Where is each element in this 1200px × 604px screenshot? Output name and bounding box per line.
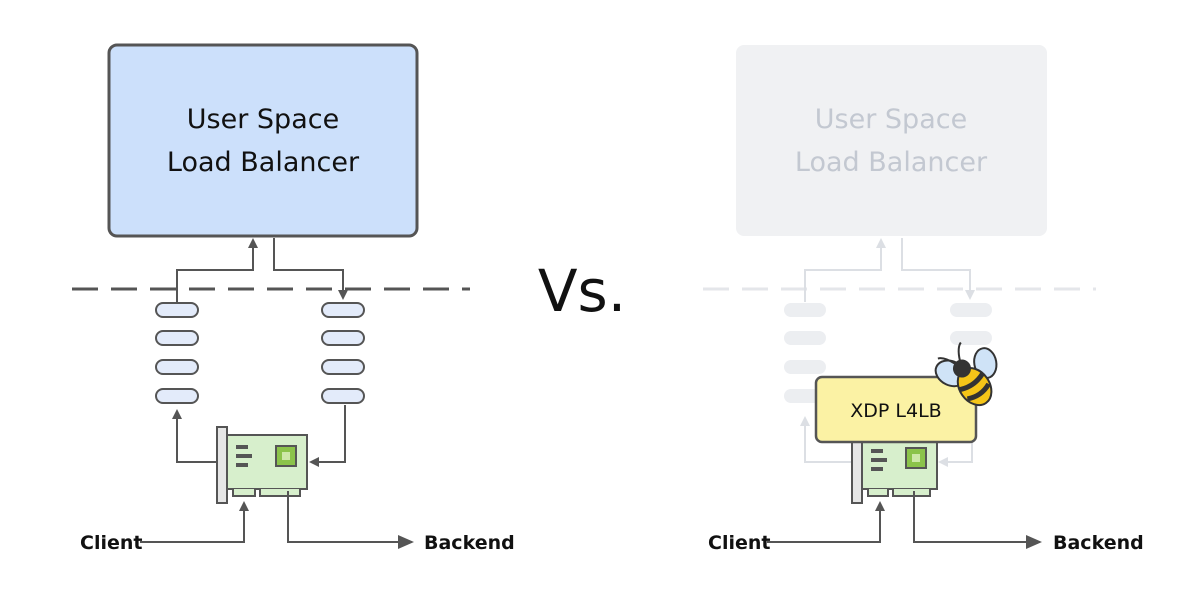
nic-to-rx-queue-arrow (172, 409, 226, 463)
xdp-l4lb-box (814, 375, 978, 444)
faded-tx-queue (950, 303, 992, 345)
tx-queue-right (321, 302, 365, 404)
rx-path-to-lb (176, 238, 258, 302)
user-space-load-balancer-box (107, 43, 419, 238)
right-diagram: User Space Load Balancer (703, 45, 1144, 554)
client-label: Client (80, 532, 142, 554)
ebpf-bee-icon (934, 341, 998, 407)
rx-queue-left (155, 302, 199, 404)
client-to-nic-arrow-right (767, 501, 885, 543)
nic-to-backend-arrow-right (913, 491, 1042, 549)
tx-queue-to-nic-arrow (309, 405, 346, 467)
faded-lb-label-line1: User Space (815, 104, 967, 135)
faded-user-space-load-balancer-box (736, 45, 1047, 236)
xdp-l4lb-label: XDP L4LB (850, 400, 941, 422)
left-diagram: User Space Load Balancer (72, 43, 515, 554)
vs-separator: Vs. (538, 257, 626, 325)
faded-tx-path-from-lb (901, 238, 975, 300)
faded-tx-to-nic-arrow (938, 440, 973, 467)
backend-label-right: Backend (1053, 532, 1144, 554)
faded-lb-label-line2: Load Balancer (795, 147, 988, 178)
network-card-icon (216, 426, 308, 504)
network-card-icon-right (851, 426, 938, 504)
tx-path-from-lb (273, 238, 348, 300)
client-to-nic-arrow (140, 501, 249, 543)
client-label-right: Client (708, 532, 770, 554)
backend-label: Backend (424, 532, 515, 554)
nic-to-backend-arrow (287, 491, 414, 549)
faded-rx-path-to-lb (804, 238, 886, 302)
lb-label-line2: Load Balancer (167, 147, 360, 178)
lb-label-line1: User Space (187, 104, 339, 135)
faded-nic-to-rx-arrow (800, 416, 852, 463)
